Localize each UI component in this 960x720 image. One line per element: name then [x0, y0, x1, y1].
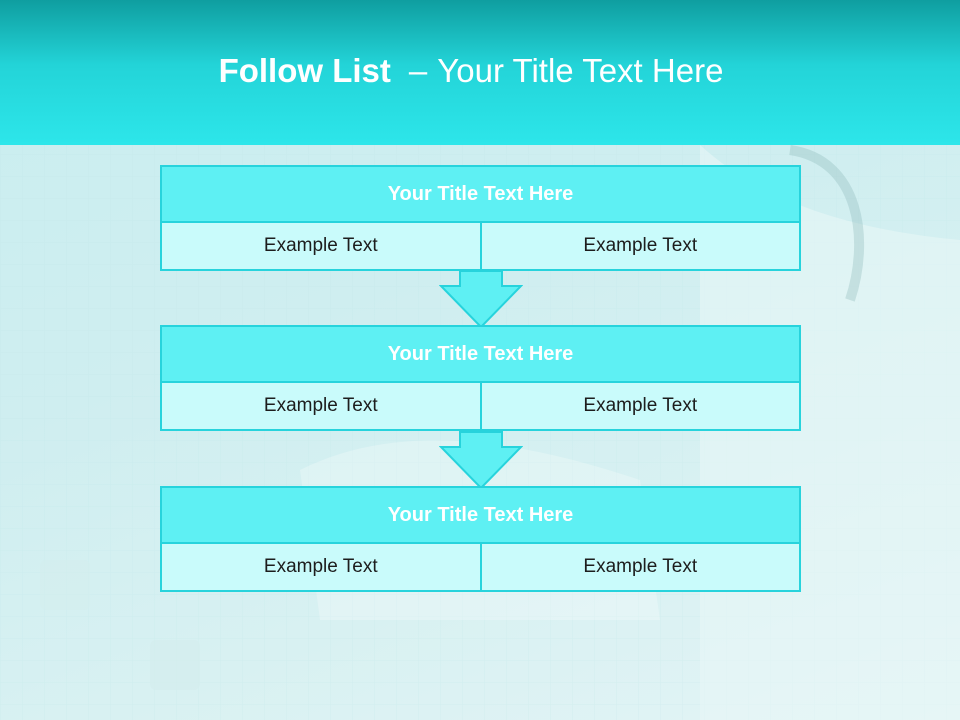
step-block-row: Example Text Example Text [162, 223, 799, 269]
down-arrow-icon [439, 431, 523, 489]
step-cell-left: Example Text [162, 383, 480, 429]
step-block-title: Your Title Text Here [162, 488, 799, 544]
step-cell-right: Example Text [479, 544, 799, 590]
slide-title-bold: Follow List [218, 52, 391, 89]
step-cell-left: Example Text [162, 223, 480, 269]
step-block-1: Your Title Text Here Example Text Exampl… [160, 165, 801, 271]
step-cell-right: Example Text [479, 383, 799, 429]
slide-title-text: Your Title Text Here [437, 52, 724, 89]
step-cell-right: Example Text [479, 223, 799, 269]
step-block-3: Your Title Text Here Example Text Exampl… [160, 486, 801, 592]
step-block-title: Your Title Text Here [162, 167, 799, 223]
slide-title-separator: – [408, 52, 428, 89]
step-cell-left: Example Text [162, 544, 480, 590]
down-arrow-icon [439, 270, 523, 328]
slide-header: Follow List–Your Title Text Here [0, 0, 960, 145]
slide-title: Follow List–Your Title Text Here [0, 52, 942, 90]
step-block-title: Your Title Text Here [162, 327, 799, 383]
step-block-row: Example Text Example Text [162, 383, 799, 429]
step-block-row: Example Text Example Text [162, 544, 799, 590]
step-block-2: Your Title Text Here Example Text Exampl… [160, 325, 801, 431]
